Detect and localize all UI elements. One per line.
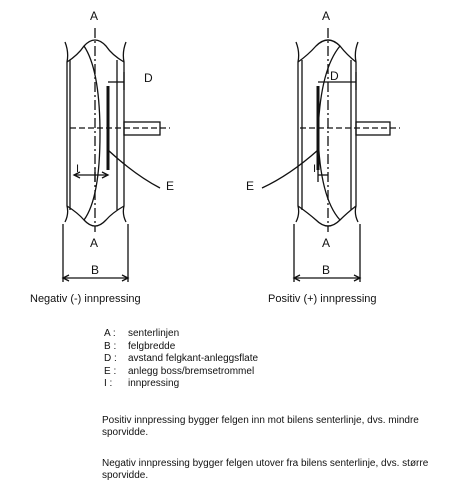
- label-d-right: D: [330, 69, 339, 83]
- legend-text: avstand felgkant-anleggsflate: [128, 353, 259, 364]
- legend-text: felgbredde: [128, 340, 176, 352]
- legend-row-a: A : senterlinjen: [104, 328, 258, 341]
- label-a-top-right: A: [322, 9, 330, 23]
- caption-negative: Negativ (-) innpressing: [30, 293, 141, 305]
- legend-text: senterlinjen: [128, 328, 180, 339]
- legend-row-b: B : felgbredde: [104, 341, 258, 354]
- rim-left-flange: [64, 41, 69, 223]
- legend-key: E :: [104, 365, 117, 377]
- leader-e: [261, 149, 319, 189]
- rim-well: [83, 45, 101, 221]
- legend-key: D :: [104, 353, 117, 364]
- caption-positive: Positiv (+) innpressing: [268, 293, 377, 305]
- legend-key: B :: [104, 340, 117, 352]
- leader-e: [107, 149, 161, 189]
- label-i-left: I: [76, 163, 79, 175]
- legend-text: innpressing: [128, 378, 180, 389]
- label-a-bottom-left: A: [90, 236, 98, 250]
- positive-offset-wheel: [261, 28, 400, 282]
- legend: A : senterlinjen B : felgbredde D : avst…: [104, 328, 258, 391]
- legend-row-i: I : innpressing: [104, 378, 258, 391]
- label-i-right: I: [313, 163, 316, 175]
- label-e-right: E: [246, 179, 254, 193]
- legend-key: I :: [104, 378, 113, 389]
- legend-row-e: E : anlegg boss/bremsetrommel: [104, 366, 258, 379]
- label-d-left: D: [144, 71, 153, 85]
- note-positive: Positiv innpressing bygger felgen inn mo…: [102, 415, 419, 438]
- label-b-left: B: [91, 263, 99, 277]
- negative-offset-wheel: [61, 28, 170, 282]
- label-a-bottom-right: A: [322, 236, 330, 250]
- note-negative: Negativ innpressing bygger felgen utover…: [102, 458, 429, 481]
- legend-key: A :: [104, 328, 116, 339]
- label-e-left: E: [166, 179, 174, 193]
- label-a-top-left: A: [90, 9, 98, 23]
- rim-offset-diagram: A A D E I B A A D E I B: [61, 9, 400, 282]
- legend-text: anlegg boss/bremsetrommel: [128, 365, 255, 377]
- label-b-right: B: [322, 263, 330, 277]
- legend-row-d: D : avstand felgkant-anleggsflate: [104, 353, 258, 366]
